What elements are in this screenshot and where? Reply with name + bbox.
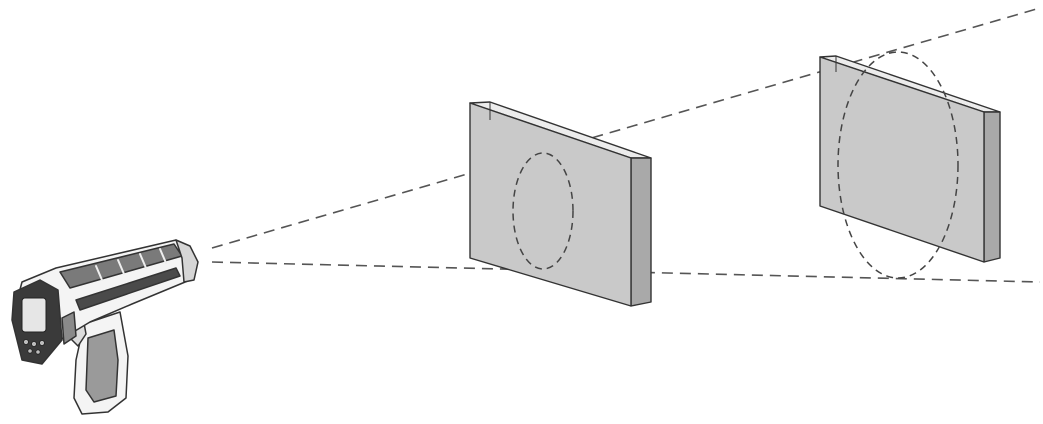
near-target bbox=[469, 101, 652, 307]
thermometer-grip bbox=[85, 329, 119, 403]
near-spot-ellipse bbox=[512, 152, 574, 270]
far-target-side bbox=[983, 111, 1001, 263]
infrared-thermometer-icon bbox=[11, 239, 199, 415]
thermometer-nose bbox=[175, 239, 199, 283]
thermometer-screen bbox=[21, 297, 47, 333]
near-target-side bbox=[630, 157, 652, 307]
thermometer-ridges bbox=[95, 248, 167, 281]
thermometer-side-stripe bbox=[75, 267, 181, 311]
far-target-front bbox=[819, 56, 985, 263]
near-target-front bbox=[469, 102, 632, 307]
thermometer-side-window bbox=[61, 311, 77, 345]
thermometer-buttons bbox=[23, 339, 45, 355]
far-spot-ellipse bbox=[837, 51, 959, 279]
